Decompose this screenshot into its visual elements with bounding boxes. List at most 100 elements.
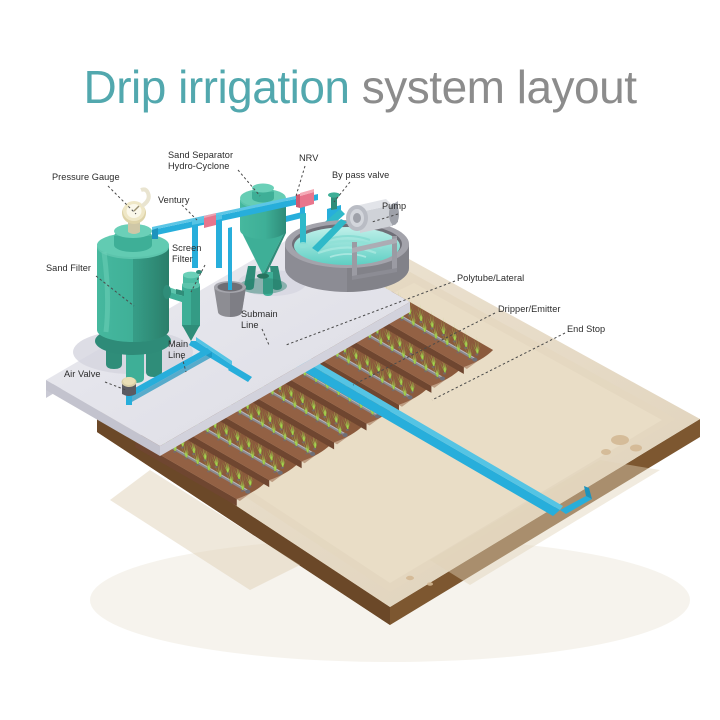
label-main-line: Main Line xyxy=(168,339,189,360)
crop-plant xyxy=(464,340,475,360)
crop-plant xyxy=(297,385,308,406)
crop-plant xyxy=(235,434,246,454)
label-nrv: NRV xyxy=(299,153,319,163)
ground-stone xyxy=(611,435,629,445)
crop-plant xyxy=(289,390,300,410)
crop-plant xyxy=(453,334,464,354)
dripper-emitter xyxy=(191,452,196,456)
label-screen-filter: Screen Filter xyxy=(172,243,202,264)
dripper-emitter xyxy=(259,387,263,390)
nrv-valve xyxy=(296,189,314,208)
crop-plant xyxy=(300,396,311,416)
leader-sand-separator xyxy=(237,169,261,197)
dripper-emitter xyxy=(255,376,259,380)
crop-plant xyxy=(257,409,268,429)
dripper-emitter xyxy=(380,382,384,385)
dripper-emitter xyxy=(304,413,308,416)
crop-plant xyxy=(268,415,279,435)
crop-plant xyxy=(334,416,345,436)
crop-plant xyxy=(399,378,410,398)
dripper-emitter xyxy=(312,343,316,346)
dripper-emitter xyxy=(213,427,217,430)
ground-slab xyxy=(97,259,700,625)
crop-plant xyxy=(213,421,224,441)
dripper-emitter xyxy=(356,331,360,334)
dripper-emitter xyxy=(376,371,380,374)
crop-plant xyxy=(299,358,310,378)
dripper-emitter xyxy=(205,431,209,435)
dripper-emitter xyxy=(215,400,219,403)
crop-plant xyxy=(438,316,449,337)
crop-plant xyxy=(367,397,378,417)
crop-plant xyxy=(245,402,256,422)
crop-plant xyxy=(266,443,277,463)
dripper-emitter xyxy=(320,339,324,342)
leader-bypass-valve xyxy=(333,181,351,203)
polytube-lateral xyxy=(308,337,411,399)
crop-plant xyxy=(316,322,327,342)
dripper-emitter xyxy=(273,470,277,474)
dripper-emitter xyxy=(234,402,238,405)
equipment-platform xyxy=(46,236,410,456)
crop-plant xyxy=(264,404,275,424)
dripper-emitter xyxy=(321,377,325,380)
dripper-emitter xyxy=(475,353,479,356)
crop-plant xyxy=(298,424,309,444)
dripper-emitter xyxy=(346,363,350,366)
dripper-emitter xyxy=(161,444,166,447)
dripper-emitter xyxy=(194,425,198,428)
crop-plant xyxy=(383,322,394,342)
crop-plant xyxy=(319,398,330,419)
end-stop-fitting xyxy=(310,451,316,456)
dripper-emitter xyxy=(377,305,381,308)
end-stop-fitting xyxy=(439,376,445,381)
crop-plant xyxy=(310,364,321,385)
dripper-emitter xyxy=(299,364,303,367)
dripper-emitter xyxy=(266,383,270,386)
crop-plant xyxy=(386,333,397,353)
dripper-emitter xyxy=(246,447,251,450)
dripper-emitter xyxy=(280,362,284,365)
dripper-emitter xyxy=(419,320,423,324)
crop-plant xyxy=(420,353,431,373)
dripper-emitter xyxy=(364,326,368,329)
crop-plant xyxy=(344,384,355,404)
crop-plant xyxy=(381,284,392,304)
dripper-emitter xyxy=(422,331,426,334)
dripper-emitter xyxy=(224,434,228,437)
screen-filter-vessel xyxy=(176,270,202,341)
crop-plant xyxy=(373,354,384,374)
crop-bed xyxy=(330,303,461,393)
dripper-emitter xyxy=(223,395,227,398)
dripper-emitter xyxy=(354,358,358,361)
crop-plant xyxy=(180,440,191,460)
crop-plant xyxy=(363,386,374,406)
crop-plant xyxy=(284,341,295,361)
crop-plant xyxy=(187,397,198,417)
ground-stone xyxy=(630,444,642,452)
crop-plant xyxy=(376,365,387,385)
dripper-emitter xyxy=(248,485,252,488)
leader-pump xyxy=(371,213,399,223)
dripper-emitter xyxy=(301,441,306,444)
crop-plant xyxy=(393,290,404,311)
crop-plant xyxy=(362,348,373,368)
crop-plant xyxy=(374,288,385,308)
dripper-emitter xyxy=(401,357,405,360)
dripper-emitter xyxy=(173,450,177,454)
dripper-emitter xyxy=(250,457,254,461)
crop-plant xyxy=(252,359,263,380)
dripper-emitter xyxy=(331,345,335,348)
crop-plant xyxy=(419,314,430,334)
crop-plant xyxy=(279,422,290,442)
crop-plant xyxy=(224,428,235,448)
crop-plant xyxy=(407,374,418,394)
bypass-valve xyxy=(327,192,341,221)
crop-plant xyxy=(320,333,331,353)
dripper-emitter xyxy=(357,369,362,372)
crop-plant xyxy=(426,310,437,330)
end-stop-fitting xyxy=(342,433,348,438)
crop-plant xyxy=(428,348,439,368)
dripper-emitter xyxy=(216,438,221,441)
crop-plant xyxy=(374,393,385,413)
